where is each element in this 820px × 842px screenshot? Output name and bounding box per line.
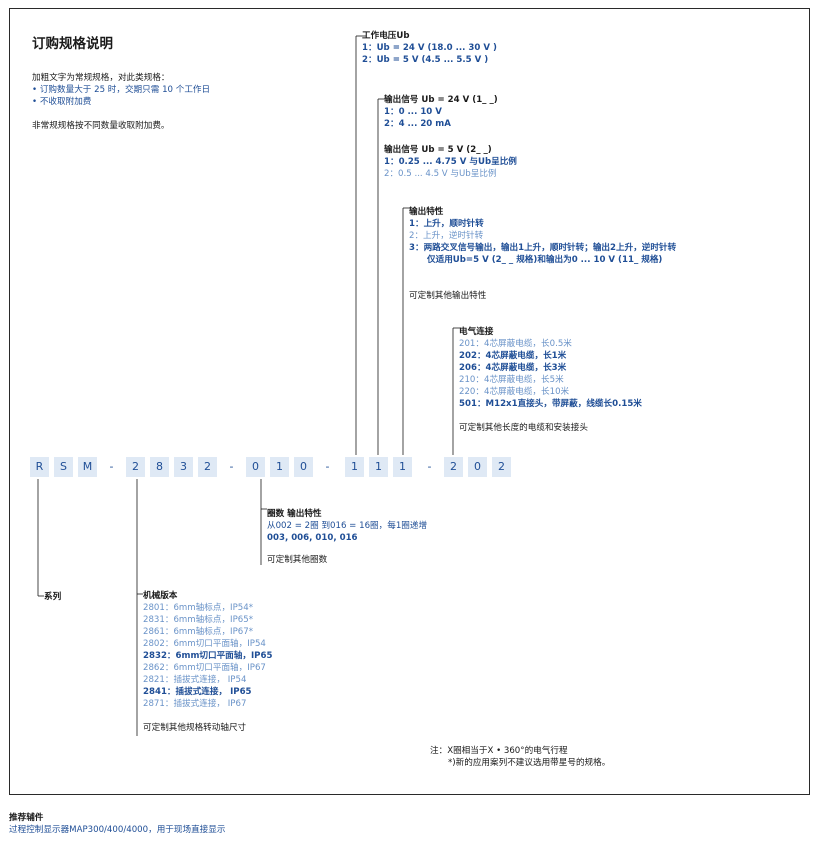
mechanical-option: 2802：6mm切口平面轴，IP54 [143, 639, 266, 649]
electrical-option: 501：M12x1直接头，带屏蔽，线缆长0.15米 [459, 399, 642, 409]
code-char: 0 [468, 457, 487, 477]
characteristic-note: 仅适用Ub=5 V (2_ _ 规格)和输出为0 ... 10 V (11_ 规… [427, 255, 663, 265]
code-char: 3 [174, 457, 193, 477]
turns-custom: 可定制其他圈数 [267, 555, 328, 565]
note-line: 注：X圈相当于X • 360°的电气行程 [430, 746, 568, 756]
voltage-block: 工作电压Ub 1：Ub = 24 V (18.0 ... 30 V ) 2：Ub… [362, 30, 497, 66]
turns-desc: 从002 = 2圈 到016 = 16圈，每1圈递增 [267, 521, 428, 531]
note-line: *)新的应用案列不建议选用带星号的规格。 [448, 758, 611, 768]
code-char: 1 [393, 457, 412, 477]
code-char: S [54, 457, 73, 477]
mechanical-option: 2862：6mm切口平面轴，IP67 [143, 663, 266, 673]
signal24-option: 1：0 ... 10 V [384, 107, 442, 117]
code-char: 2 [492, 457, 511, 477]
characteristic-option: 1：上升，顺时针转 [409, 219, 484, 229]
signal24-header: 输出信号 Ub = 24 V (1_ _) [384, 95, 498, 105]
code-char: 1 [369, 457, 388, 477]
intro-lead: 加粗文字为常规规格，对此类规格： [32, 73, 170, 83]
code-dash: - [229, 460, 234, 473]
intro-block: 加粗文字为常规规格，对此类规格： 订购数量大于 25 时，交期只需 10 个工作… [32, 72, 210, 132]
series-label: 系列 [44, 592, 62, 602]
code-char: 2 [444, 457, 463, 477]
electrical-option: 210：4芯屏蔽电缆，长5米 [459, 375, 564, 385]
page-title: 订购规格说明 [32, 36, 113, 52]
spec-frame [9, 8, 810, 795]
mechanical-option: 2821：插拔式连接， IP54 [143, 675, 247, 685]
code-char: 0 [246, 457, 265, 477]
code-char: 2 [126, 457, 145, 477]
code-char: R [30, 457, 49, 477]
electrical-option: 201：4芯屏蔽电缆，长0.5米 [459, 339, 572, 349]
code-char: 1 [345, 457, 364, 477]
accessory-text: 过程控制显示器MAP300/400/4000，用于现场直接显示 [9, 825, 226, 835]
mechanical-option: 2861：6mm轴标点，IP67* [143, 627, 253, 637]
code-dash: - [427, 460, 432, 473]
intro-nonstandard: 非常规规格按不同数量收取附加费。 [32, 121, 170, 131]
mechanical-header: 机械版本 [143, 591, 178, 601]
signal5-option: 2：0.5 ... 4.5 V 与Ub呈比例 [384, 169, 497, 179]
electrical-option: 220：4芯屏蔽电缆，长10米 [459, 387, 570, 397]
signal5-header: 输出信号 Ub = 5 V (2_ _) [384, 145, 492, 155]
electrical-option: 206：4芯屏蔽电缆，长3米 [459, 363, 567, 373]
characteristic-header: 输出特性 [409, 207, 444, 217]
electrical-option: 202：4芯屏蔽电缆，长1米 [459, 351, 567, 361]
code-char: 1 [270, 457, 289, 477]
voltage-option: 1：Ub = 24 V (18.0 ... 30 V ) [362, 43, 497, 53]
electrical-block: 电气连接 201：4芯屏蔽电缆，长0.5米 202：4芯屏蔽电缆，长1米 206… [459, 326, 642, 434]
code-dash: - [325, 460, 330, 473]
signal5-block: 输出信号 Ub = 5 V (2_ _) 1：0.25 ... 4.75 V 与… [384, 144, 517, 180]
voltage-option: 2：Ub = 5 V (4.5 ... 5.5 V ) [362, 55, 489, 65]
characteristic-option: 2：上升，逆时针转 [409, 231, 484, 241]
electrical-header: 电气连接 [459, 327, 494, 337]
signal24-option: 2：4 ... 20 mA [384, 119, 451, 129]
intro-bullet: 不收取附加费 [32, 96, 210, 108]
code-char: 8 [150, 457, 169, 477]
electrical-custom: 可定制其他长度的电缆和安装接头 [459, 423, 588, 433]
voltage-header: 工作电压Ub [362, 31, 410, 41]
turns-values: 003, 006, 010, 016 [267, 533, 358, 543]
characteristic-custom: 可定制其他输出特性 [409, 291, 487, 301]
characteristic-block: 输出特性 1：上升，顺时针转 2：上升，逆时针转 3：两路交叉信号输出，输出1上… [409, 206, 676, 302]
mechanical-custom: 可定制其他规格转动轴尺寸 [143, 723, 247, 733]
signal24-block: 输出信号 Ub = 24 V (1_ _) 1：0 ... 10 V 2：4 .… [384, 94, 498, 130]
accessory-block: 推荐辅件 过程控制显示器MAP300/400/4000，用于现场直接显示 [9, 812, 225, 836]
mechanical-option: 2832：6mm切口平面轴，IP65 [143, 651, 273, 661]
mechanical-option: 2831：6mm轴标点，IP65* [143, 615, 253, 625]
notes-block: 注：X圈相当于X • 360°的电气行程 *)新的应用案列不建议选用带星号的规格… [430, 745, 610, 769]
code-char: 2 [198, 457, 217, 477]
mechanical-block: 机械版本 2801：6mm轴标点，IP54* 2831：6mm轴标点，IP65*… [143, 590, 272, 734]
turns-block: 圈数 输出特性 从002 = 2圈 到016 = 16圈，每1圈递增 003, … [267, 508, 427, 566]
mechanical-option: 2871：插拔式连接， IP67 [143, 699, 247, 709]
signal5-option: 1：0.25 ... 4.75 V 与Ub呈比例 [384, 157, 517, 167]
code-dash: - [109, 460, 114, 473]
code-char: 0 [294, 457, 313, 477]
mechanical-option: 2841：插拔式连接， IP65 [143, 687, 252, 697]
mechanical-option: 2801：6mm轴标点，IP54* [143, 603, 253, 613]
turns-header: 圈数 输出特性 [267, 509, 322, 519]
characteristic-option: 3：两路交叉信号输出，输出1上升，顺时针转；输出2上升，逆时针转 [409, 243, 677, 253]
accessory-header: 推荐辅件 [9, 813, 44, 823]
intro-bullet: 订购数量大于 25 时，交期只需 10 个工作日 [32, 84, 210, 96]
code-char: M [78, 457, 97, 477]
